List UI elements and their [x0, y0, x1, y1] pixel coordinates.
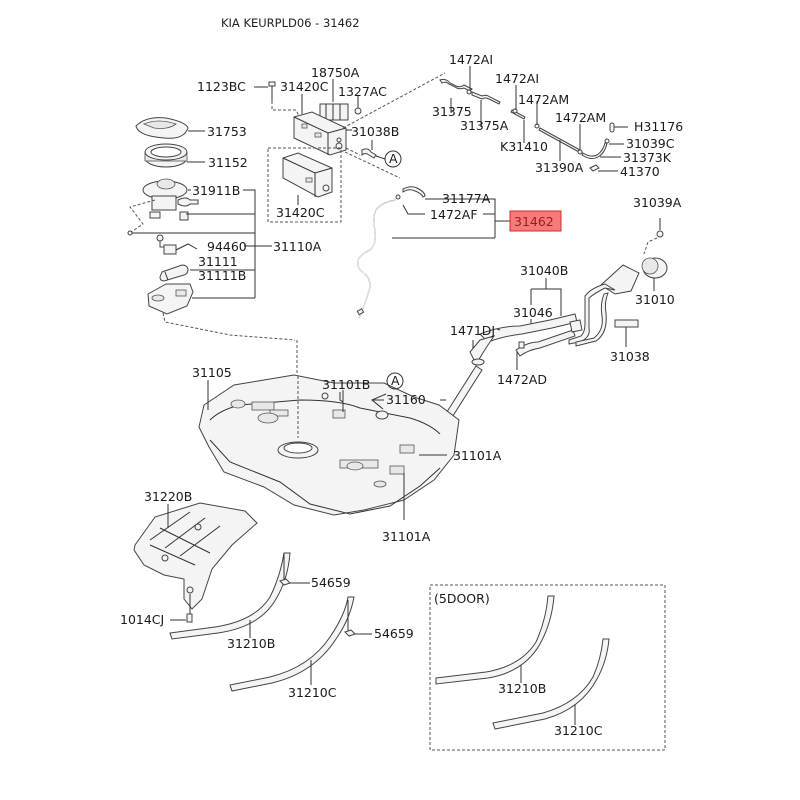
label-1014CJ[interactable]: 1014CJ	[120, 612, 164, 627]
label-1472AM-1[interactable]: 1472AM	[518, 92, 569, 107]
fuel-tank-31105	[198, 340, 460, 520]
part-labels: 1123BC 31420C 18750A 1327AC 31038B 31420…	[120, 52, 683, 738]
label-31210C-5door[interactable]: 31210C	[554, 723, 603, 738]
canister-part	[293, 111, 347, 156]
label-1472AI-2[interactable]: 1472AI	[495, 71, 539, 86]
label-H31176[interactable]: H31176	[634, 119, 683, 134]
label-K31410[interactable]: K31410	[500, 139, 548, 154]
label-31177A[interactable]: 31177A	[442, 191, 491, 206]
label-1327AC[interactable]: 1327AC	[338, 84, 387, 99]
label-31101B[interactable]: 31101B	[322, 377, 370, 392]
label-31462-highlighted[interactable]: 31462	[514, 214, 554, 229]
label-31038B[interactable]: 31038B	[351, 124, 399, 139]
label-31111[interactable]: 31111	[198, 254, 238, 269]
label-31111B[interactable]: 31111B	[198, 268, 246, 283]
label-31046[interactable]: 31046	[513, 305, 553, 320]
label-31210B-5door[interactable]: 31210B	[498, 681, 546, 696]
label-1472AM-2[interactable]: 1472AM	[555, 110, 606, 125]
callout-a-label-2: A	[391, 373, 400, 388]
label-1472AD[interactable]: 1472AD	[497, 372, 547, 387]
label-plate-31038	[614, 319, 639, 328]
label-31420C-box[interactable]: 31420C	[276, 205, 325, 220]
gasket-part	[135, 117, 189, 139]
label-31420C-top[interactable]: 31420C	[280, 79, 329, 94]
diagram-title: KIA KEURPLD06 - 31462	[221, 16, 360, 30]
bolt-31039A	[656, 218, 664, 238]
label-31110A[interactable]: 31110A	[273, 239, 322, 254]
canister-assembly	[254, 72, 446, 223]
label-31375A[interactable]: 31375A	[460, 118, 509, 133]
label-31160[interactable]: 31160	[386, 392, 426, 407]
pump-module-part	[142, 178, 199, 221]
highlight-box-31462	[509, 210, 562, 232]
label-94460[interactable]: 94460	[207, 239, 247, 254]
lock-ring-part	[144, 143, 188, 168]
fuel-filter-part	[147, 283, 194, 315]
tank-strap-31210C	[229, 596, 372, 692]
label-5door: (5DOOR)	[434, 591, 490, 606]
label-31390A[interactable]: 31390A	[535, 160, 584, 175]
fuel-pump-assembly	[127, 117, 296, 341]
label-31375[interactable]: 31375	[432, 104, 472, 119]
label-31210B[interactable]: 31210B	[227, 636, 275, 651]
label-18750A[interactable]: 18750A	[311, 65, 360, 80]
label-31101A-1[interactable]: 31101A	[453, 448, 502, 463]
fuel-pump-motor-part	[159, 264, 189, 282]
label-41370[interactable]: 41370	[620, 164, 660, 179]
label-31152[interactable]: 31152	[208, 155, 248, 170]
tank-strap-31210B	[169, 552, 310, 640]
callout-a-label: A	[389, 151, 398, 166]
label-1471DJ[interactable]: 1471DJ	[450, 323, 495, 338]
label-31039A[interactable]: 31039A	[633, 195, 682, 210]
label-31753[interactable]: 31753	[207, 124, 247, 139]
purge-valve	[319, 103, 349, 121]
vapor-hose-31462	[356, 186, 510, 319]
fuel-cap-part	[641, 257, 668, 279]
filler-neck-assembly	[421, 218, 668, 437]
five-door-variant-box	[429, 584, 666, 751]
label-31105[interactable]: 31105	[192, 365, 232, 380]
label-31010[interactable]: 31010	[635, 292, 675, 307]
label-1472AF[interactable]: 1472AF	[430, 207, 478, 222]
label-1472AI-1[interactable]: 1472AI	[449, 52, 493, 67]
label-31040B[interactable]: 31040B	[520, 263, 568, 278]
label-54659-2[interactable]: 54659	[374, 626, 414, 641]
callout-a-circle-2	[386, 372, 404, 390]
label-31039C[interactable]: 31039C	[626, 136, 675, 151]
label-1123BC[interactable]: 1123BC	[197, 79, 246, 94]
label-31101A-2[interactable]: 31101A	[382, 529, 431, 544]
label-31911B[interactable]: 31911B	[192, 183, 240, 198]
canister-alt-part	[282, 152, 333, 198]
vapor-line-assembly	[439, 66, 628, 172]
alt-canister-box	[267, 147, 342, 223]
bolt-icon	[268, 81, 276, 101]
label-31210C[interactable]: 31210C	[288, 685, 337, 700]
skid-plate-31220B	[133, 502, 258, 623]
label-54659-1[interactable]: 54659	[311, 575, 351, 590]
label-31220B[interactable]: 31220B	[144, 489, 192, 504]
label-31038[interactable]: 31038	[610, 349, 650, 364]
fuel-level-sensor-part	[156, 234, 198, 255]
label-31373K[interactable]: 31373K	[623, 150, 672, 165]
